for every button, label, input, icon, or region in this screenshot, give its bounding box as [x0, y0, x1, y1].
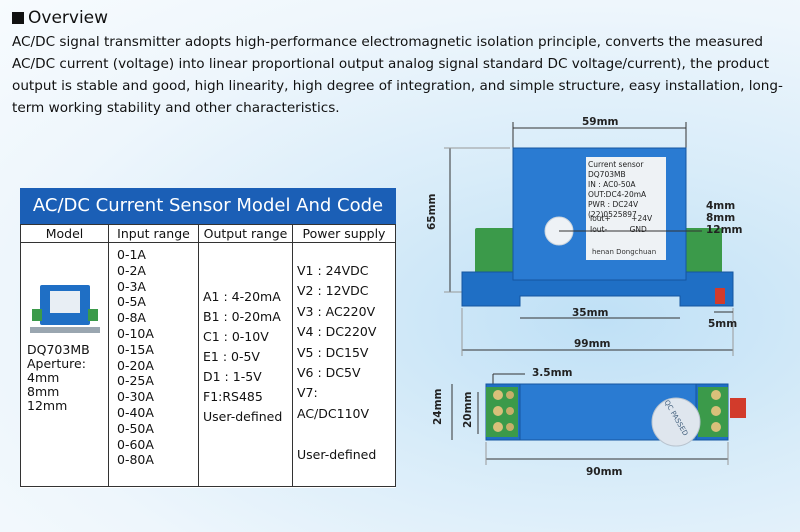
power-supply-item: V1 : 24VDC — [297, 263, 369, 278]
output-range-item: E1 : 0-5V — [203, 349, 260, 364]
overview-text: AC/DC signal transmitter adopts high-per… — [12, 34, 783, 116]
output-range-item: C1 : 0-10V — [203, 329, 269, 344]
terminal-label: +24V — [631, 214, 653, 223]
power-supply-item: V3 : AC220V — [297, 303, 376, 319]
power-supply-item: V7: — [297, 385, 318, 401]
power-supply-cell: V1 : 24VDC V2 : 12VDC V3 : AC220V V4 : DC22… — [292, 242, 396, 487]
label-line: Current sensor — [588, 160, 644, 169]
input-range-item: 0-15A — [117, 341, 154, 357]
input-range-item: 0-50A — [117, 420, 154, 436]
input-range-item: 0-8A — [117, 310, 146, 326]
dim-length: 90mm — [586, 466, 623, 478]
terminal-label: GND — [629, 225, 647, 234]
label-line: IN : AC0-50A — [588, 180, 636, 189]
power-supply-item: V4 : DC220V — [297, 324, 377, 340]
aperture-dim: 4mm — [706, 200, 736, 212]
power-supply-item: User-defined — [297, 446, 377, 462]
sensor-label — [586, 157, 666, 260]
input-range-item: 0-60A — [117, 436, 154, 452]
model-code-table: AC/DC Current Sensor Model And Code Mode… — [20, 188, 396, 488]
aperture-dim: 12mm — [706, 224, 743, 236]
sensor-thumbnail-image — [29, 279, 100, 337]
output-range-item: B1 : 0-20mA — [203, 309, 281, 324]
sensor-label-text: Current sensor DQ703MB IN : AC0-50A OUT:… — [588, 160, 666, 220]
input-range-item: 0-20A — [117, 357, 154, 373]
output-range-item: D1 : 1-5V — [203, 369, 262, 384]
model-info: DQ703MB Aperture: 4mm 8mm 12mm — [21, 343, 108, 413]
input-range-item: 0-30A — [117, 389, 154, 405]
dim-offset: 5mm — [708, 318, 738, 330]
output-range-cell: A1 : 4-20mA B1 : 0-20mA C1 : 0-10V E1 : 0-5… — [198, 242, 293, 487]
model-line: 12mm — [27, 398, 68, 413]
table-title: AC/DC Current Sensor Model And Code — [20, 188, 396, 224]
label-line: (22)0525897 — [588, 210, 637, 219]
model-line: 4mm — [27, 370, 60, 385]
left-terminal-block — [475, 228, 515, 276]
header-output-range: Output range — [198, 224, 293, 243]
model-line: Aperture: — [27, 356, 86, 371]
dim-base: 99mm — [574, 338, 611, 350]
label-line: DQ703MB — [588, 170, 626, 179]
dim-apertures: 4mm 8mm 12mm — [706, 200, 743, 236]
top-red-clip — [730, 398, 746, 418]
right-terminal-block — [682, 228, 722, 276]
dim-height: 65mm — [426, 193, 438, 231]
overview-title: Overview — [28, 8, 109, 28]
input-range-item: 0-1A — [117, 247, 146, 262]
terminal-labels: Iout+ +24V Iout- GND — [590, 213, 652, 235]
front-view-drawing — [444, 122, 734, 356]
input-range-item: 0-3A — [117, 278, 146, 294]
terminal-label: Iout- — [590, 225, 608, 234]
input-range-item: 0-2A — [117, 262, 146, 278]
power-supply-item: V5 : DC15V — [297, 344, 369, 360]
model-line: DQ703MB — [27, 342, 90, 357]
qc-passed-sticker — [651, 397, 701, 447]
label-line: PWR : DC24V — [588, 200, 639, 209]
power-supply-item: V2 : 12VDC — [297, 283, 369, 299]
terminal-label: Iout+ — [590, 214, 611, 223]
dim-rail: 35mm — [572, 307, 609, 319]
input-range-item: 0-5A — [117, 294, 146, 310]
dim-outer: 24mm — [432, 388, 444, 426]
dim-inner: 20mm — [462, 391, 474, 429]
input-range-item: 0-80A — [117, 452, 154, 468]
overview-heading: Overview — [12, 8, 792, 28]
dim-pitch: 3.5mm — [532, 367, 573, 379]
power-supply-item: V6 : DC5V — [297, 365, 361, 381]
input-range-item: 0-40A — [117, 404, 154, 420]
input-range-item: 0-10A — [117, 325, 154, 341]
output-range-item: User-defined — [203, 409, 283, 424]
power-supply-item: AC/DC110V — [297, 405, 370, 421]
model-cell: DQ703MB Aperture: 4mm 8mm 12mm — [20, 242, 109, 487]
output-range-item: F1:RS485 — [203, 389, 263, 404]
output-range-item: A1 : 4-20mA — [203, 289, 281, 304]
input-range-item: 0-25A — [117, 373, 154, 389]
dim-width: 59mm — [582, 116, 619, 128]
maker-text: henan Dongchuan — [592, 248, 657, 256]
square-bullet-icon — [12, 12, 24, 24]
red-clip — [715, 288, 725, 304]
top-view-drawing — [451, 373, 746, 465]
label-line: OUT:DC4-20mA — [588, 190, 647, 199]
model-line: 8mm — [27, 384, 60, 399]
overview-section: Overview AC/DC signal transmitter adopts… — [12, 8, 792, 119]
aperture-dim: 8mm — [706, 212, 736, 224]
